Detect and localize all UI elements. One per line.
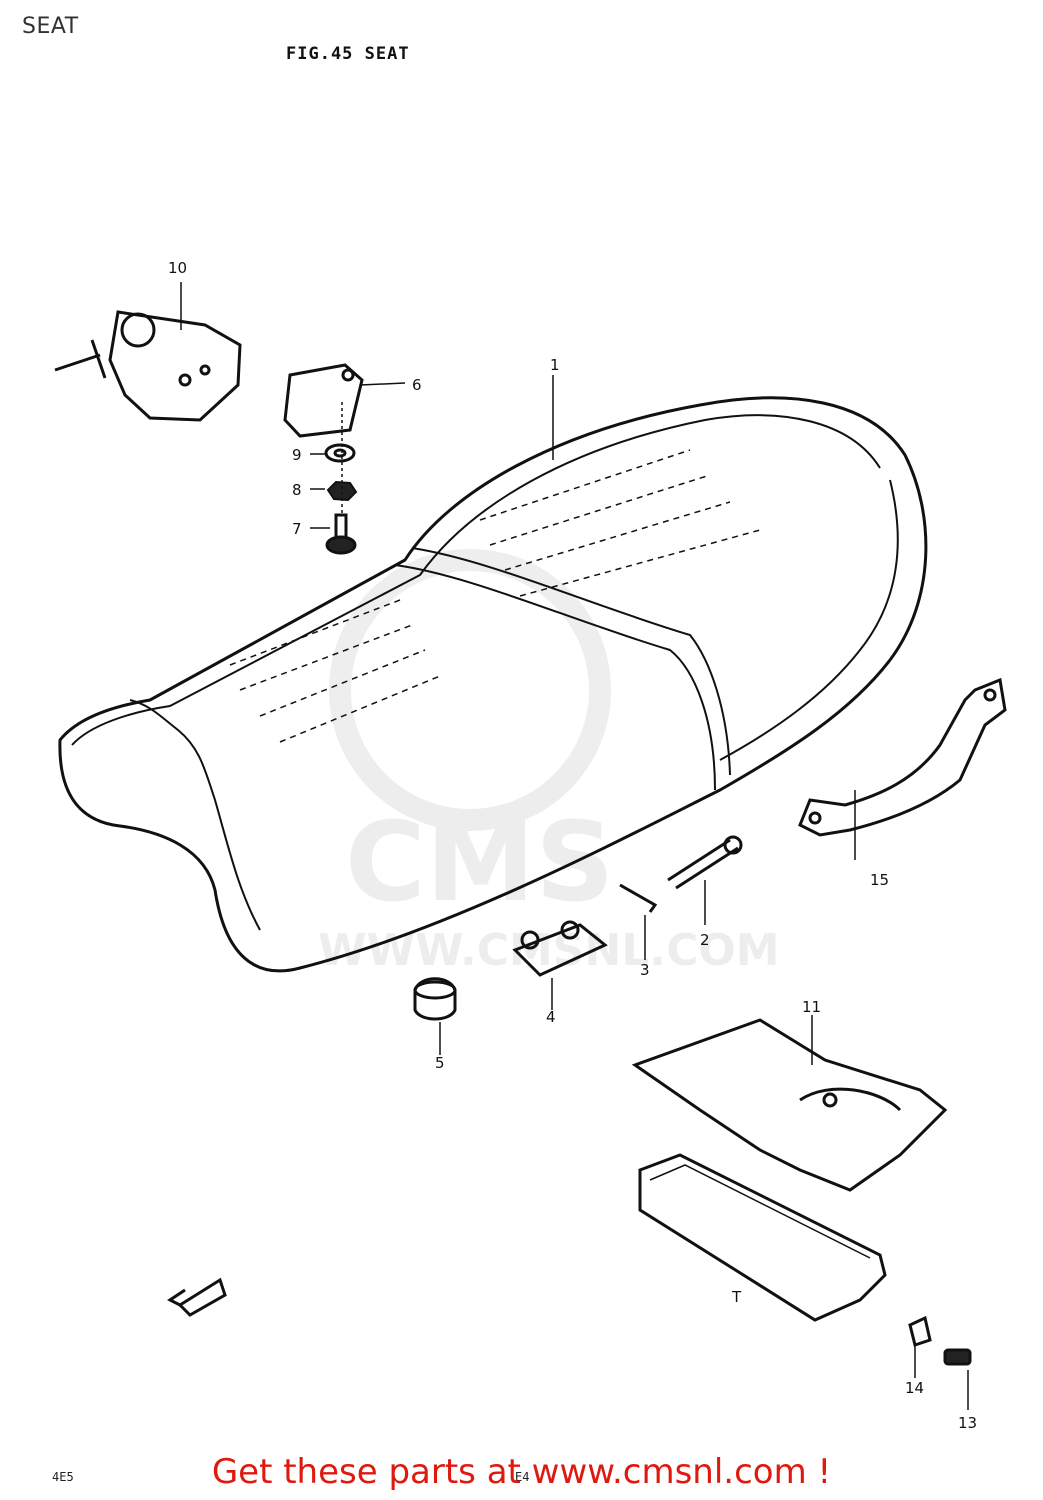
part-5-cushion	[413, 977, 457, 1055]
callout-14: 14	[905, 1379, 924, 1397]
scan-code-mid: E4	[515, 1470, 530, 1484]
callout-6: 6	[412, 376, 422, 394]
watermark-url: WWW.CMSNL.COM	[318, 925, 780, 976]
callout-T: T	[731, 1288, 742, 1306]
part-13-screw	[943, 1348, 972, 1410]
part-tray-lower	[638, 1153, 887, 1322]
page-label: SEAT	[22, 14, 79, 39]
callout-8: 8	[292, 481, 302, 499]
callout-15: 15	[870, 871, 889, 889]
cms-watermark: CMS WWW.CMSNL.COM	[318, 549, 780, 976]
get-parts-link[interactable]: Get these parts at www.cmsnl.com !	[211, 1452, 832, 1492]
callout-13: 13	[958, 1414, 977, 1432]
part-4-hinge	[512, 920, 608, 1010]
part-14-grommet	[908, 1315, 932, 1378]
callout-labels: 10 1 6 9 8 7 15 2 3 4 5 11 T 14 13	[168, 259, 977, 1432]
callout-5: 5	[435, 1054, 445, 1072]
part-10-seat-lock	[54, 310, 242, 422]
part-7-bolt	[325, 513, 357, 555]
callout-7: 7	[292, 520, 302, 538]
callout-10: 10	[168, 259, 187, 277]
figure-title: FIG.45 SEAT	[286, 44, 410, 64]
callout-4: 4	[546, 1008, 556, 1026]
seat-main	[58, 396, 928, 973]
callout-3: 3	[640, 961, 650, 979]
part-8-nut	[326, 480, 358, 502]
part-6-bracket	[283, 363, 406, 438]
part-9-washer	[324, 443, 356, 463]
part-15-bracket	[798, 677, 1007, 837]
part-3-clip	[619, 883, 658, 960]
front-arrow-icon	[167, 1277, 227, 1317]
part-11-tray	[631, 1015, 948, 1192]
callout-1: 1	[550, 356, 560, 374]
scan-code-left: 4E5	[52, 1470, 74, 1484]
callout-9: 9	[292, 446, 302, 464]
leader-lines	[180, 282, 856, 860]
callout-2: 2	[700, 931, 710, 949]
part-2-pin	[667, 835, 743, 925]
callout-11: 11	[802, 998, 821, 1016]
